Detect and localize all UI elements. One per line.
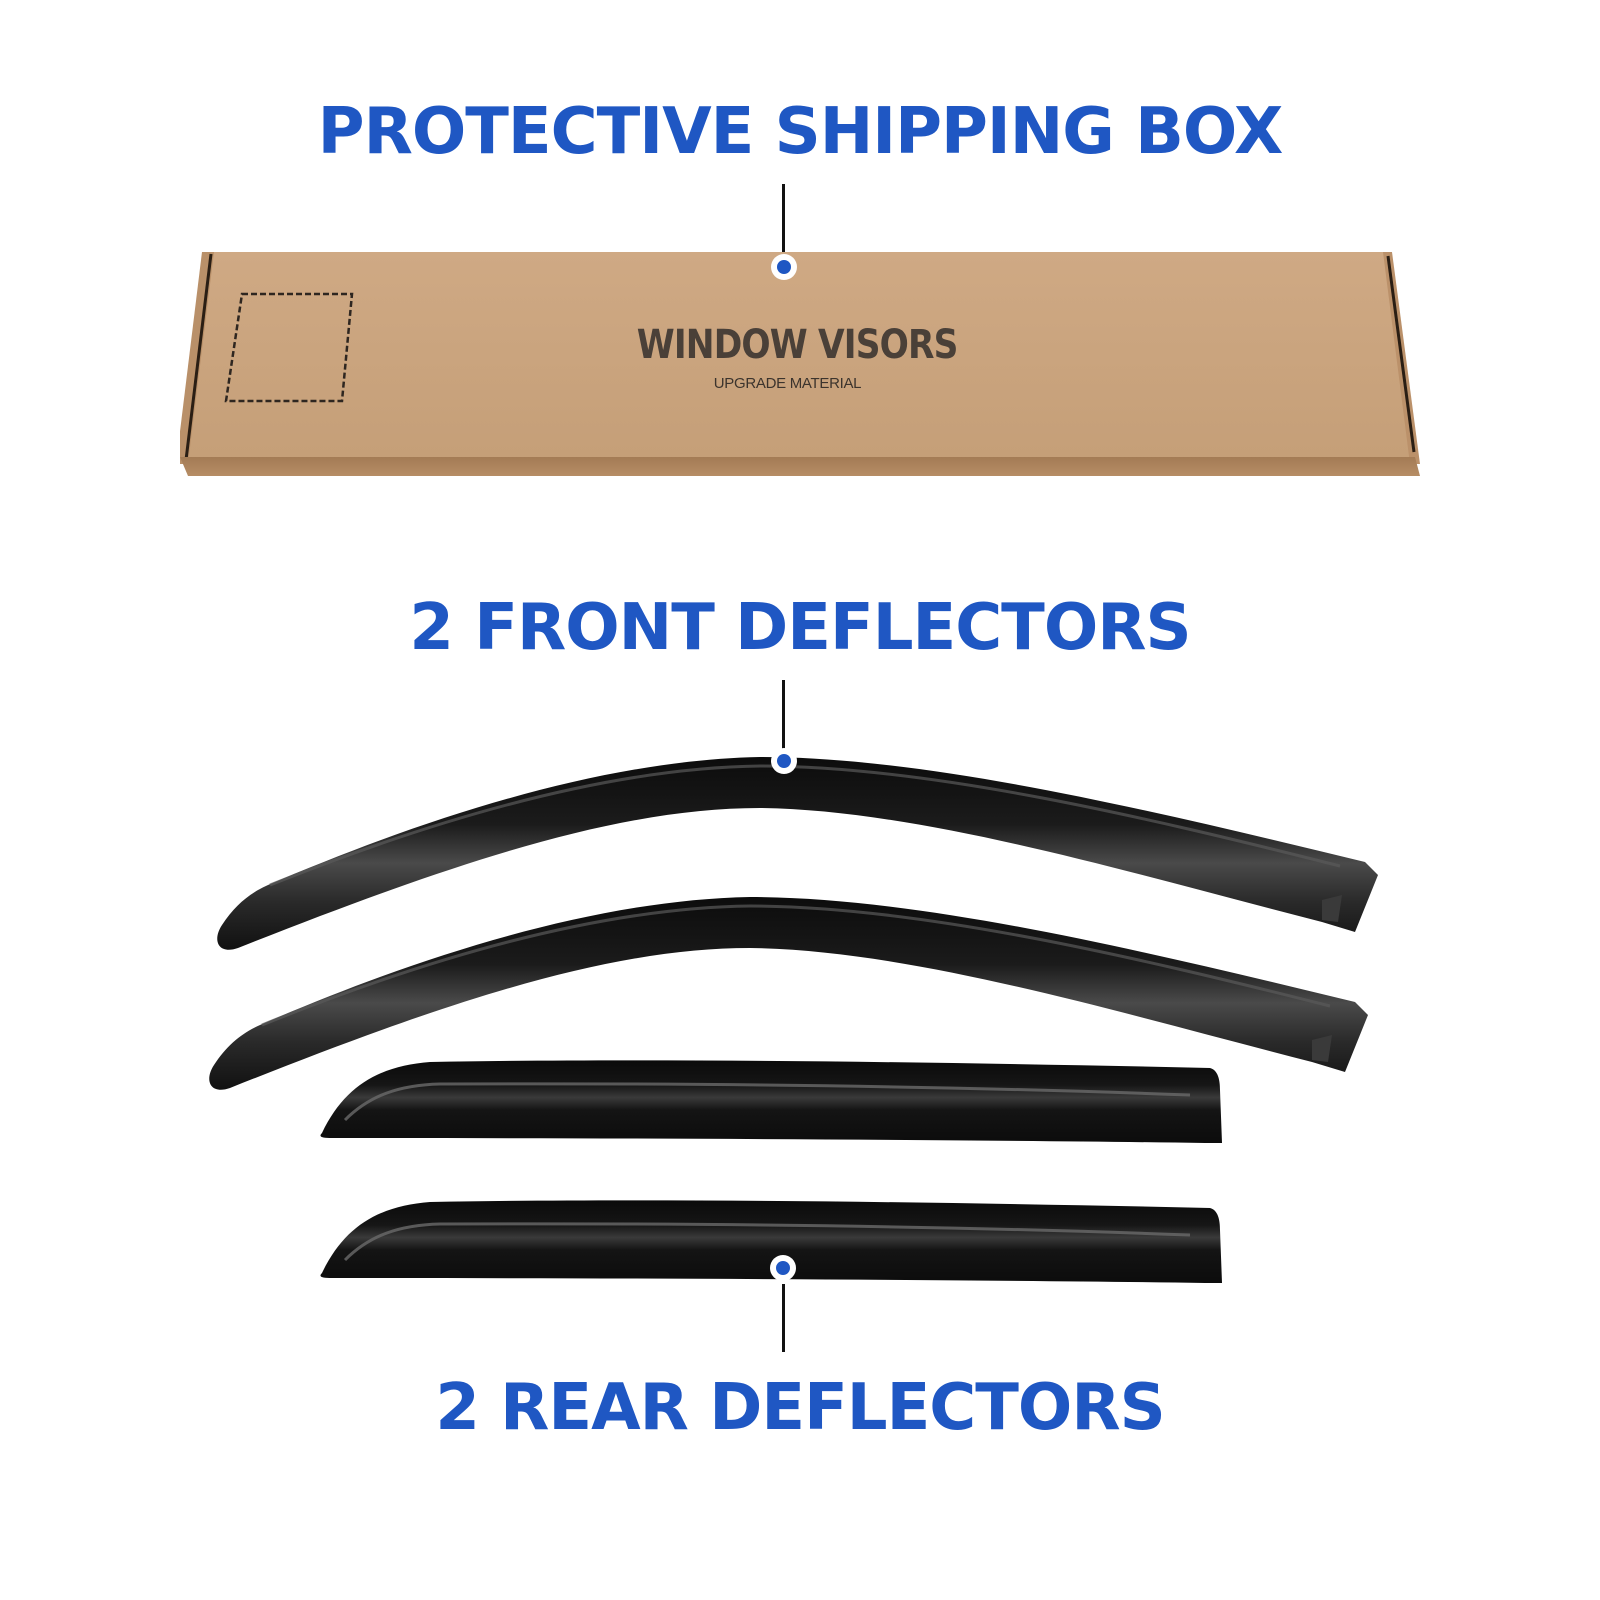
box-print-title: WINDOW VISORS <box>636 322 959 368</box>
marker-dot-rear <box>770 1255 796 1281</box>
heading-rear-deflectors: 2 REAR DEFLECTORS <box>435 1371 1165 1445</box>
shipping-box-image <box>180 252 1450 482</box>
cardboard-box-icon <box>180 252 1420 476</box>
front-deflector-1 <box>217 757 1378 950</box>
marker-dot-box <box>771 254 797 280</box>
marker-dot-front <box>771 748 797 774</box>
box-print-subtitle: UPGRADE MATERIAL <box>713 375 862 392</box>
connector-line-box <box>782 184 785 254</box>
heading-protective-shipping-box: PROTECTIVE SHIPPING BOX <box>317 95 1284 169</box>
connector-line-front <box>782 680 785 750</box>
connector-line-rear <box>782 1284 785 1352</box>
heading-front-deflectors: 2 FRONT DEFLECTORS <box>409 591 1191 665</box>
rear-deflector-1 <box>320 1060 1223 1143</box>
front-deflector-2 <box>209 897 1368 1090</box>
